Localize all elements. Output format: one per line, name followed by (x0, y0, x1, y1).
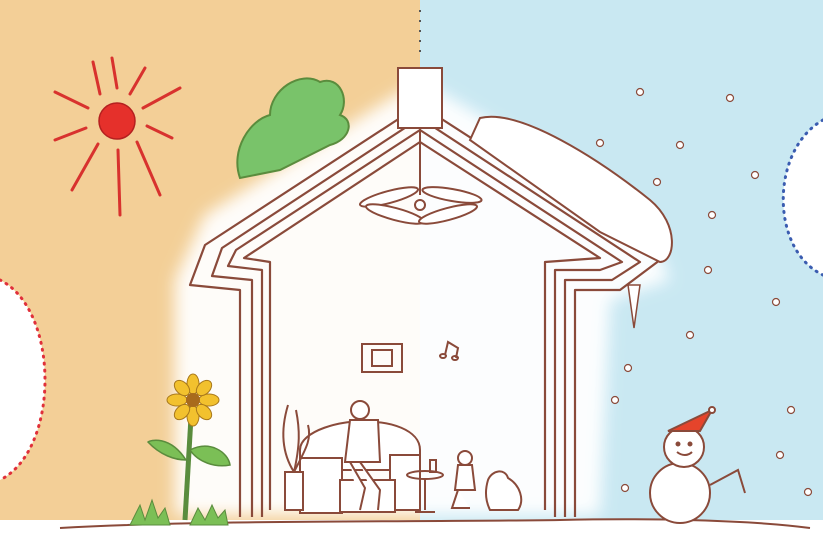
chimney-icon (398, 68, 442, 128)
ground-strip (0, 520, 823, 545)
